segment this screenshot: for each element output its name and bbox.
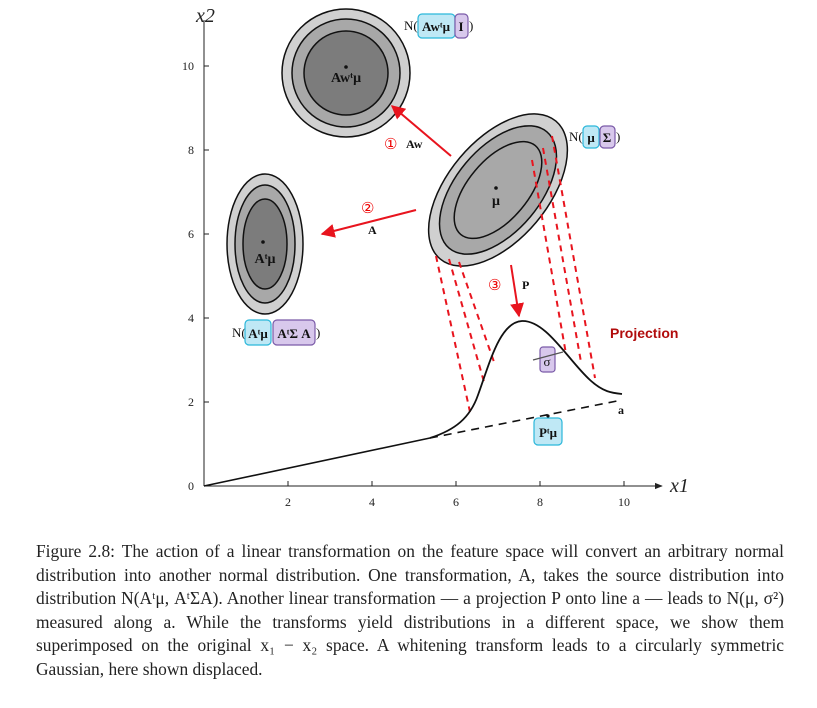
original-cov-box xyxy=(599,125,616,149)
projection-label: Projection xyxy=(610,325,678,341)
whitened-label-suffix: ) xyxy=(469,18,473,33)
caption-text: The action of a linear transformation on… xyxy=(36,541,784,679)
projected-mean-marker: Pᵗμ xyxy=(533,414,563,446)
linear-arrow: ② A xyxy=(320,201,417,238)
whiten-arrow: ① Aw xyxy=(384,105,452,157)
transformed-mean-label: Aᵗμ xyxy=(254,252,275,267)
whitened-mean-box-text: Awᵗμ xyxy=(422,19,451,34)
whitened-distribution: Awᵗμ xyxy=(281,8,411,138)
transformed-normal-label: N( Aᵗμ AᵗΣ A ) xyxy=(232,319,320,346)
transformed-mean-box xyxy=(244,319,272,346)
sigma-box-text: σ xyxy=(543,354,550,369)
caption-figure-number: Figure 2.8: xyxy=(36,541,115,561)
y-tick-label: 2 xyxy=(188,395,194,409)
figure-caption: Figure 2.8: The action of a linear trans… xyxy=(36,540,784,682)
y-tick-label: 0 xyxy=(188,479,194,493)
axes: x2 x1 2 4 6 8 10 0 2 4 6 8 10 xyxy=(182,5,689,509)
transformed-label-suffix: ) xyxy=(316,325,320,340)
whitened-cov-box xyxy=(454,13,469,39)
transformed-cov-box-text: AᵗΣ A xyxy=(277,326,311,341)
figure-canvas: x2 x1 2 4 6 8 10 0 2 4 6 8 10 xyxy=(182,5,689,509)
y-tick-label: 4 xyxy=(188,311,194,325)
x-tick-label: 6 xyxy=(453,495,459,509)
sigma-marker: σ xyxy=(532,346,564,373)
line-a-label: a xyxy=(618,403,624,417)
original-mean-label: μ xyxy=(492,194,500,209)
original-label-suffix: ) xyxy=(616,129,620,144)
x-tick-label: 10 xyxy=(618,495,630,509)
original-mean-box-text: μ xyxy=(587,130,595,145)
original-normal-label: N( μ Σ ) xyxy=(569,125,620,149)
whitened-mean-label: Awᵗμ xyxy=(331,71,361,86)
project-step-number: ③ xyxy=(488,278,501,294)
original-distribution: μ xyxy=(427,113,569,267)
transformed-cov-box xyxy=(272,319,316,346)
transformed-mean-box-text: Aᵗμ xyxy=(248,326,268,341)
original-cov-box-text: Σ xyxy=(603,130,612,145)
y-ticks: 0 2 4 6 8 10 xyxy=(182,59,209,493)
projected-gaussian-curve xyxy=(429,320,623,439)
x-tick-label: 4 xyxy=(369,495,375,509)
projected-mean-box-text: Pᵗμ xyxy=(539,425,558,440)
line-a: a xyxy=(203,399,624,487)
transformed-label-prefix: N( xyxy=(232,325,246,340)
x-ticks: 2 4 6 8 10 xyxy=(285,481,630,509)
project-step-label: P xyxy=(522,278,529,292)
linear-step-number: ② xyxy=(361,201,374,217)
whiten-step-number: ① xyxy=(384,137,397,153)
whitened-cov-box-text: I xyxy=(458,19,463,34)
whitened-normal-label: N( Awᵗμ I ) xyxy=(404,13,473,39)
y-tick-label: 10 xyxy=(182,59,194,73)
projection-lines xyxy=(435,135,596,413)
y-tick-label: 6 xyxy=(188,227,194,241)
x-tick-label: 2 xyxy=(285,495,291,509)
x-axis-label: x1 xyxy=(669,475,689,497)
linear-step-label: A xyxy=(368,223,377,237)
project-arrow: ③ P xyxy=(488,264,529,318)
original-label-prefix: N( xyxy=(569,129,583,144)
x-tick-label: 8 xyxy=(537,495,543,509)
y-tick-label: 8 xyxy=(188,143,194,157)
original-mean-box xyxy=(582,125,600,149)
transformed-distribution: Aᵗμ xyxy=(226,173,304,315)
figure-2-8: x2 x1 2 4 6 8 10 0 2 4 6 8 10 xyxy=(182,5,689,509)
y-axis-label: x2 xyxy=(195,5,215,27)
whitened-label-prefix: N( xyxy=(404,18,418,33)
whiten-step-label: Aw xyxy=(406,137,423,151)
